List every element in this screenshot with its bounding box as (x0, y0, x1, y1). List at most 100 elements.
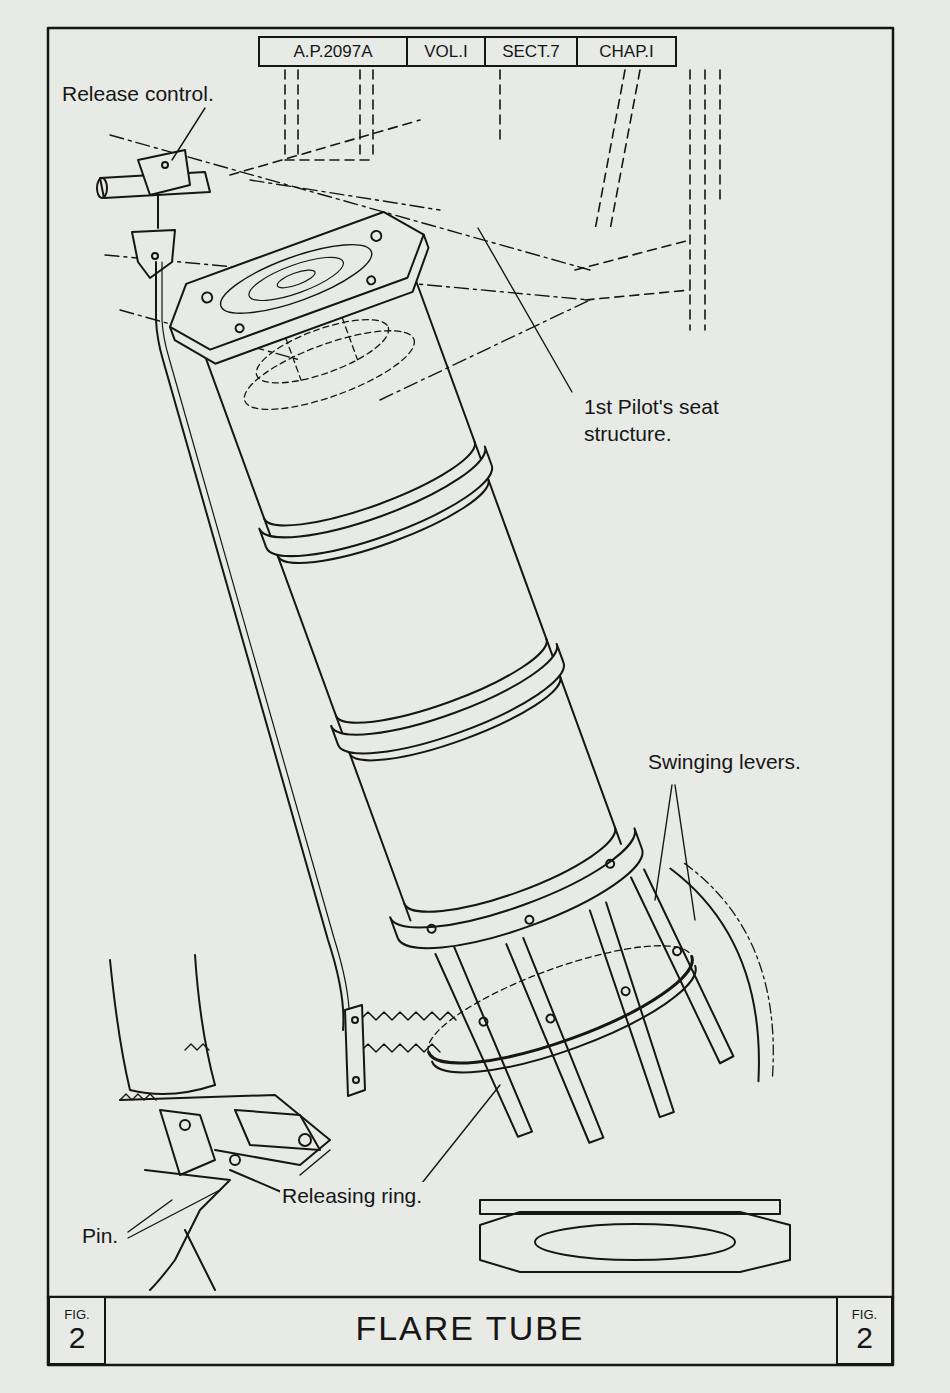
illustration-ellipse (244, 249, 348, 310)
header-cell: A.P.2097A (258, 36, 408, 67)
illustration-line (359, 70, 361, 160)
part-label: Swinging levers. (646, 748, 803, 775)
illustration-line (478, 228, 572, 392)
illustration-line (157, 195, 159, 228)
illustration-path (350, 677, 569, 778)
illustration-path (416, 923, 691, 1053)
illustration-circle (370, 230, 383, 243)
illustration-path (158, 202, 441, 374)
part-label: Releasing ring. (280, 1182, 424, 1209)
illustration-line (575, 240, 690, 270)
illustration-path (185, 1044, 209, 1050)
illustration-path (160, 1110, 215, 1175)
illustration-circle (201, 291, 214, 304)
illustration-path (195, 955, 215, 1085)
illustration-path (684, 851, 797, 1080)
figure-title: FLARE TUBE (110, 1309, 830, 1348)
illustration-ellipse (97, 178, 107, 198)
illustration-path (120, 1095, 330, 1165)
illustration-ellipse (275, 266, 317, 291)
illustration-circle (605, 859, 615, 869)
illustration-line (595, 70, 625, 230)
illustration-line (297, 70, 299, 160)
illustration-circle (234, 323, 244, 333)
node-label: FIG. (64, 1308, 89, 1322)
illustration-path (432, 966, 707, 1096)
illustration-path (110, 960, 215, 1094)
illustration-path (585, 903, 682, 1118)
illustration-circle (478, 1017, 488, 1027)
illustration-line (675, 785, 695, 920)
illustration-g (153, 179, 797, 1184)
illustration-path (138, 150, 190, 195)
illustration-circle (230, 1155, 240, 1165)
illustration-circle (353, 1077, 359, 1083)
illustration-path (185, 1230, 215, 1290)
header-cell: VOL.I (406, 36, 486, 67)
illustration-ellipse (236, 315, 423, 425)
illustration-circle (672, 946, 682, 956)
illustration-line (342, 318, 357, 360)
node-label: CHAP.I (599, 43, 654, 61)
illustration-circle (426, 924, 436, 934)
illustration-path (480, 1212, 790, 1272)
illustration-g (230, 70, 720, 330)
illustration-path (360, 1044, 440, 1052)
illustration-line (655, 785, 672, 900)
illustration-line (689, 70, 691, 330)
illustration-line (418, 1085, 500, 1188)
illustration-path (360, 1012, 456, 1020)
illustration-g (229, 297, 422, 425)
illustration-path (278, 479, 497, 580)
header-cell: CHAP.I (576, 36, 677, 67)
illustration-line (585, 290, 690, 300)
illustration-g (48, 28, 893, 1365)
illustration-line (250, 180, 440, 210)
illustration-ellipse (535, 1224, 735, 1260)
illustration-line (610, 70, 640, 230)
node-label: VOL.I (424, 43, 467, 61)
illustration-ellipse (213, 231, 378, 327)
illustration-path (390, 828, 653, 970)
illustration-path (331, 644, 574, 773)
illustration-path (132, 230, 175, 278)
header-cell: SECT.7 (484, 36, 578, 67)
node-label: FIG. (852, 1308, 877, 1322)
illustration-circle (366, 275, 376, 285)
figure-number: 2 (69, 1322, 86, 1354)
illustration-line (719, 70, 721, 200)
illustration-path (670, 856, 782, 1084)
illustration-line (230, 120, 420, 175)
illustration-path (235, 1110, 320, 1150)
illustration-path (145, 1170, 230, 1290)
illustration-circle (524, 915, 534, 925)
node-label: SECT.7 (502, 43, 560, 61)
illustration-g (128, 108, 695, 1238)
illustration-path (162, 262, 349, 1030)
illustration-line (285, 159, 373, 161)
illustration-path (506, 936, 603, 1147)
illustration-line (128, 1190, 220, 1238)
illustration-circle (152, 253, 158, 259)
illustration-line (172, 108, 205, 160)
illustration-line (48, 1296, 893, 1299)
illustration-circle (299, 1134, 311, 1146)
illustration-line (372, 70, 374, 160)
part-label: Pin. (80, 1222, 120, 1249)
illustration-path (429, 956, 704, 1086)
illustration-path (345, 1005, 365, 1096)
illustration-circle (545, 1013, 555, 1023)
illustration-path (120, 1094, 156, 1100)
illustration-g (105, 135, 590, 400)
figure-box: FIG.2 (48, 1296, 106, 1365)
illustration-circle (352, 1017, 358, 1023)
illustration-ellipse (249, 307, 396, 396)
illustration-line (704, 70, 706, 330)
illustration-path (259, 446, 502, 575)
illustration-line (300, 1150, 330, 1175)
node-label: A.P.2097A (293, 43, 372, 61)
illustration-path (198, 261, 621, 920)
illustration-line (499, 70, 501, 140)
figure-number: 2 (856, 1322, 873, 1354)
